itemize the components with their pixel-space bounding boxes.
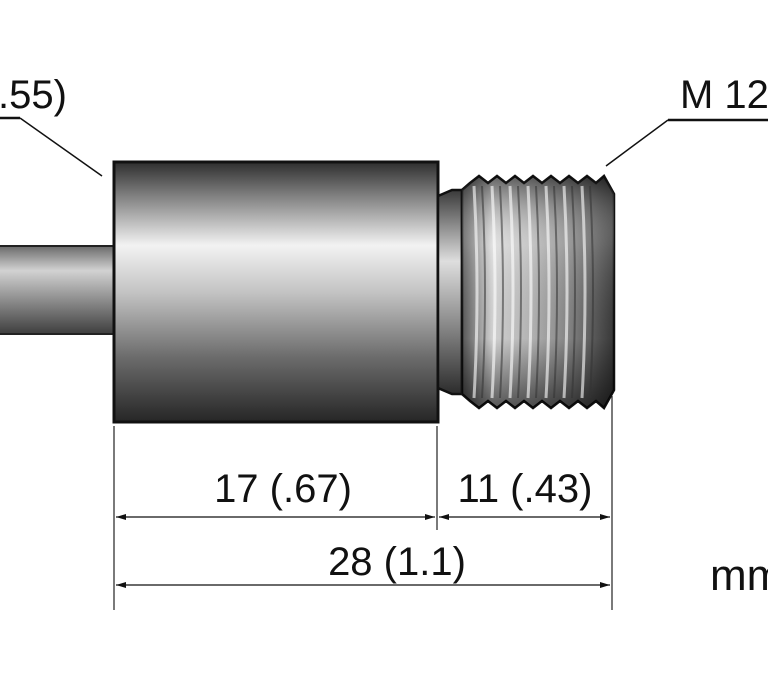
total-length-label: 28 (1.1) (328, 540, 466, 584)
body-length-label: 17 (.67) (214, 467, 352, 511)
leader-line-diameter-diagonal (19, 117, 103, 177)
threaded-section (460, 174, 616, 410)
thread-neck (436, 188, 464, 396)
sensor-body (112, 160, 440, 424)
leader-line-thread (605, 119, 669, 167)
body-diameter-label: .55) (0, 73, 67, 117)
thread-spec-label: M 12 (680, 73, 768, 117)
cable (0, 245, 117, 335)
thread-length-label: 11 (.43) (458, 467, 593, 511)
units-label: mm (710, 551, 768, 600)
